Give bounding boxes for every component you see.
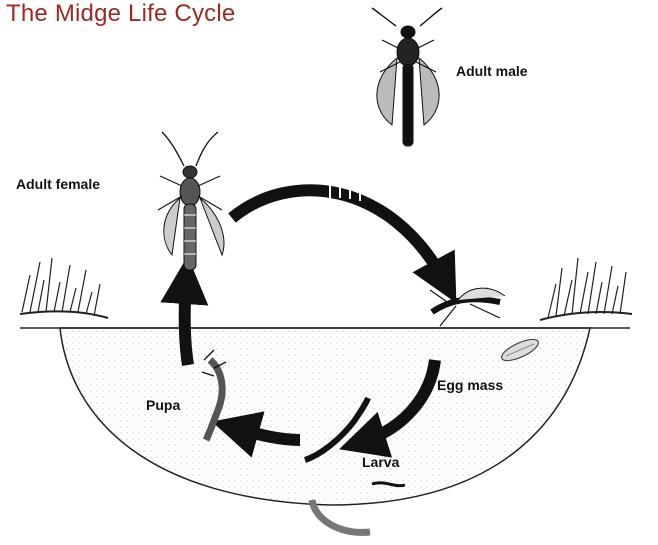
arrow-adult-to-eggs (232, 190, 445, 282)
adult-female-drawing (158, 132, 224, 270)
label-adult-female: Adult female (16, 176, 100, 192)
arrow-pupa-to-adult (185, 280, 188, 365)
label-larva: Larva (362, 454, 399, 470)
adult-male-drawing (372, 8, 442, 146)
label-pupa: Pupa (146, 397, 180, 413)
grass-left (20, 258, 108, 318)
grass-right (540, 258, 632, 320)
pond (20, 328, 630, 505)
diagram-title: The Midge Life Cycle (6, 0, 235, 28)
egg-laying-adult-drawing (430, 288, 505, 326)
label-adult-male: Adult male (456, 63, 528, 79)
label-egg-mass: Egg mass (437, 377, 503, 393)
